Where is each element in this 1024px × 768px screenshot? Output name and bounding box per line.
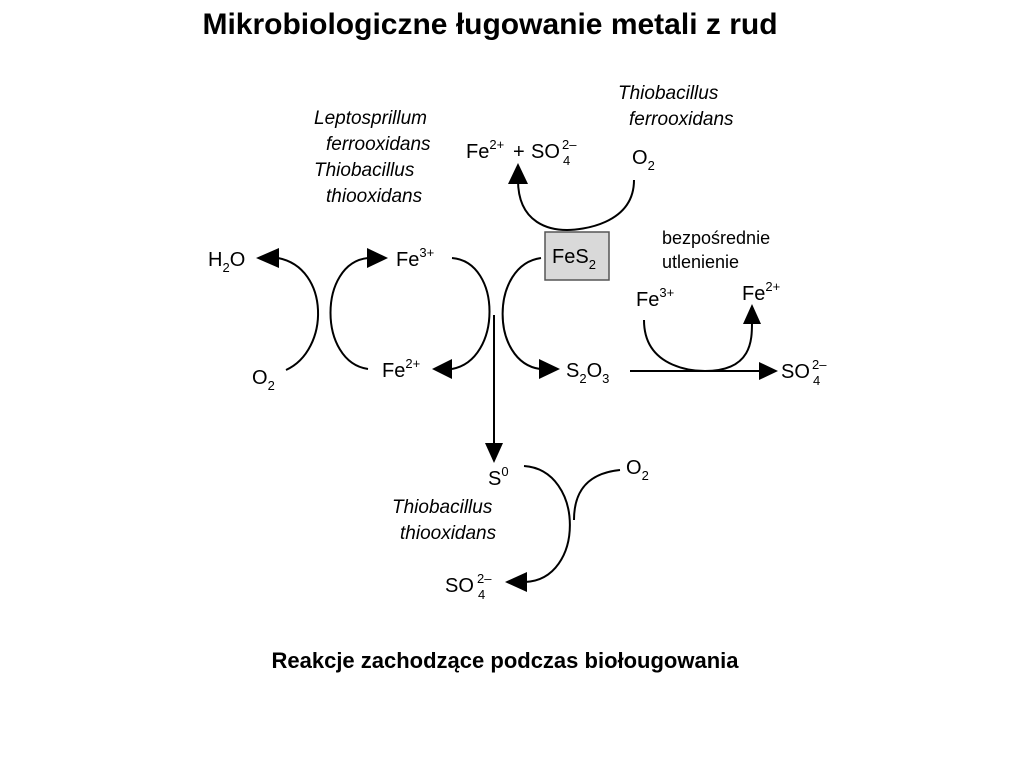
species-fe3-right: Fe3+	[636, 285, 674, 311]
s2o3-arrowhead	[539, 359, 560, 379]
species-fes2: FeS2	[552, 246, 596, 272]
organism-left-line1: Leptosprillum	[314, 108, 427, 129]
species-so4-right-charge: 2–	[812, 357, 827, 372]
species-fe2-top: Fe2+	[466, 137, 504, 163]
direct-oxidation-curve	[643, 319, 753, 373]
species-so4-right-index: 4	[813, 373, 820, 388]
species-so4-top-charge: 2–	[562, 137, 577, 152]
bottom-cycle-curve	[523, 465, 571, 583]
top-cycle-curve	[517, 179, 635, 232]
species-o2-bottom: O2	[626, 457, 649, 483]
species-fe2-right: Fe2+	[742, 279, 780, 305]
organism-top-right-line1: Thiobacillus	[618, 83, 719, 104]
organism-top-right-line2: ferrooxidans	[629, 109, 734, 130]
fe3-attack-curve	[451, 257, 491, 370]
fe3-arrowhead	[367, 248, 388, 268]
fe-regeneration-curve	[329, 257, 369, 370]
top-cycle-arrowhead	[508, 163, 528, 184]
figure-caption: Reakcje zachodzące podczas biołougowania	[271, 648, 739, 673]
organism-bottom-line1: Thiobacillus	[392, 497, 493, 518]
plus-sign: +	[513, 141, 525, 163]
species-o2-top: O2	[632, 147, 655, 173]
s0-arrowhead	[485, 443, 503, 463]
organism-left-line3: Thiobacillus	[314, 160, 415, 181]
species-so4-right: SO	[781, 361, 810, 383]
fes2-box	[544, 231, 610, 281]
species-so4-bottom: SO	[445, 575, 474, 597]
organism-left-line2: ferrooxidans	[326, 134, 431, 155]
so4-right-arrowhead	[759, 362, 778, 380]
fe2-arrowhead	[432, 359, 452, 379]
left-cycle-curve	[277, 257, 319, 371]
bottom-o2-curve	[573, 469, 621, 521]
species-h2o: H2O	[208, 249, 245, 275]
species-fe3-left: Fe3+	[396, 245, 434, 271]
species-so4-bottom-charge: 2–	[477, 571, 492, 586]
fe2-right-arrowhead	[743, 304, 761, 324]
species-s2o3: S2O3	[566, 360, 609, 386]
fes2-decomposition-curve	[501, 257, 542, 370]
species-so4-top-index: 4	[563, 153, 570, 168]
species-s0: S0	[488, 464, 509, 490]
species-so4-top: SO	[531, 141, 560, 163]
organism-left-line4: thiooxidans	[326, 186, 423, 207]
species-fe2-left: Fe2+	[382, 356, 420, 382]
slide-title: Mikrobiologiczne ługowanie metali z rud	[202, 8, 778, 41]
note-direct-oxidation-line1: bezpośrednie	[662, 228, 770, 248]
note-direct-oxidation-line2: utlenienie	[662, 252, 739, 272]
species-so4-bottom-index: 4	[478, 587, 485, 602]
organism-bottom-line2: thiooxidans	[400, 523, 497, 544]
so4-bottom-arrowhead	[505, 572, 527, 592]
species-o2-left: O2	[252, 367, 275, 393]
left-cycle-arrowhead	[256, 248, 279, 268]
